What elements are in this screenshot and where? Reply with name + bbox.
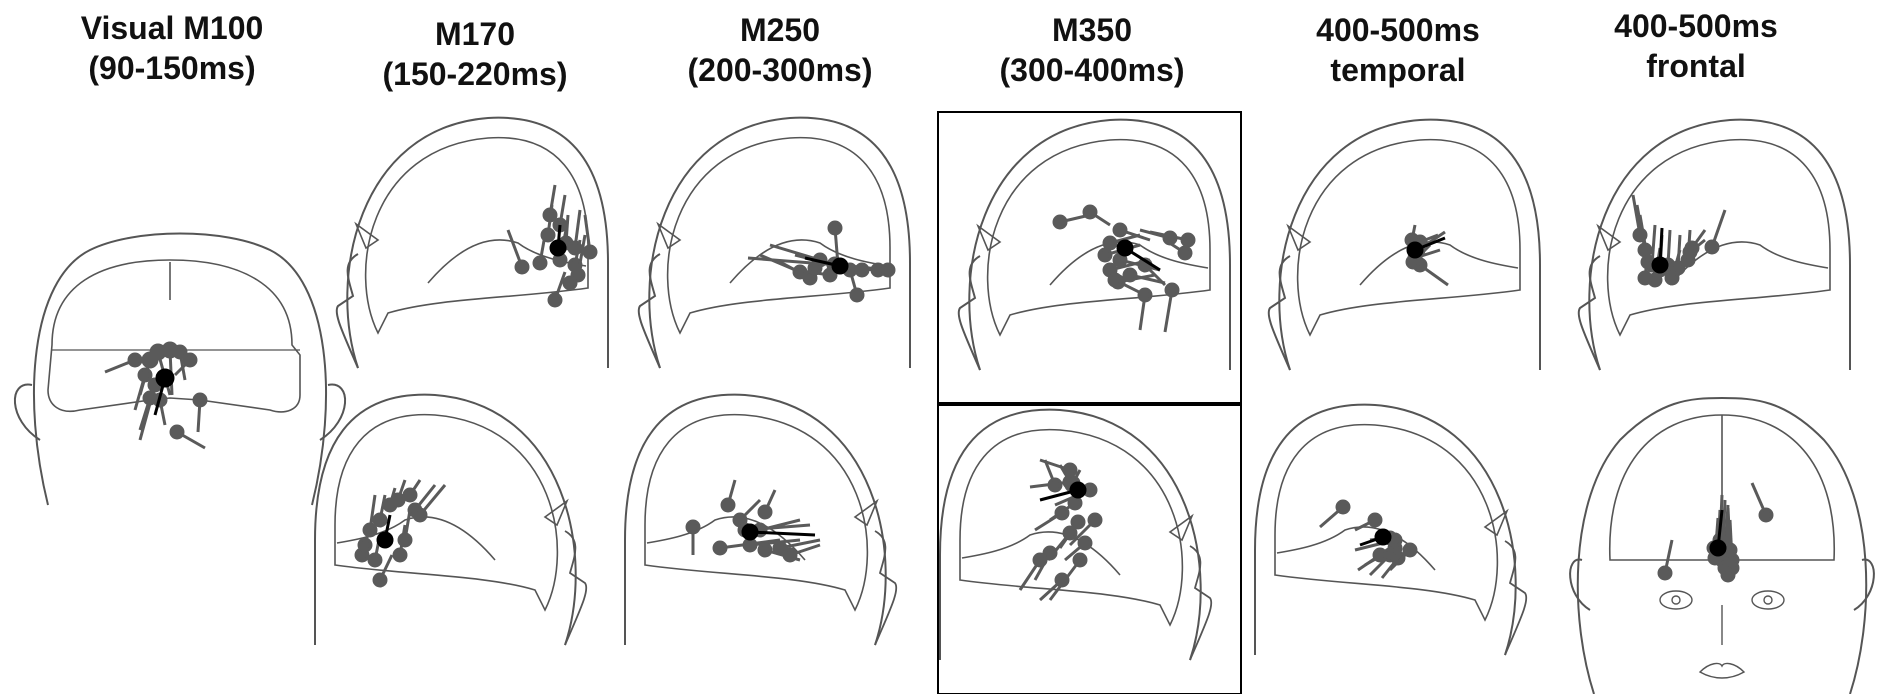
dipoles-m170-bottom [354,479,447,588]
temporal-bottom-head [1254,403,1528,656]
dipoles-m250-top [747,220,896,303]
back-view-head [13,232,347,506]
m170-bottom-head [314,393,588,646]
dipoles-temporal-top [1404,224,1449,287]
dipoles-m250-bottom [685,479,821,563]
header-m100: Visual M100 (90-150ms) [42,8,302,88]
header-temporal-line1: 400-500ms [1316,12,1480,48]
dipoles-m170-top [506,184,598,308]
temporal-top-head [1267,118,1541,371]
header-temporal-line2: temporal [1330,52,1466,88]
header-m350-line1: M350 [1051,12,1133,48]
header-m170-line1: M170 [434,16,516,52]
header-m170-line2: (150-220ms) [382,56,568,92]
m250-top-head [637,116,911,369]
header-frontal-line2: frontal [1646,48,1746,84]
header-m350-line2: (300-400ms) [999,52,1185,88]
m350-bottom-frame [937,404,1242,694]
header-m250-line1: M250 [739,12,821,48]
header-m170: M170 (150-220ms) [345,14,605,94]
m250-bottom-head [624,393,898,646]
header-m100-line1: Visual M100 [80,10,264,46]
header-temporal: 400-500ms temporal [1268,10,1528,90]
dipoles-temporal-bottom [1319,499,1418,579]
dipoles-m100 [104,341,208,450]
dipoles-m350-top [1052,204,1196,333]
header-frontal: 400-500ms frontal [1566,6,1826,86]
dipoles-m350-bottom [1018,458,1103,602]
header-m350: M350 (300-400ms) [962,10,1222,90]
header-m100-line2: (90-150ms) [88,50,256,86]
dipoles-frontal-bottom [1657,482,1774,583]
header-m250-line2: (200-300ms) [687,52,873,88]
header-frontal-line1: 400-500ms [1614,8,1778,44]
dipoles-frontal-top [1631,194,1727,288]
header-m250: M250 (200-300ms) [650,10,910,90]
m350-top-frame [937,111,1242,404]
